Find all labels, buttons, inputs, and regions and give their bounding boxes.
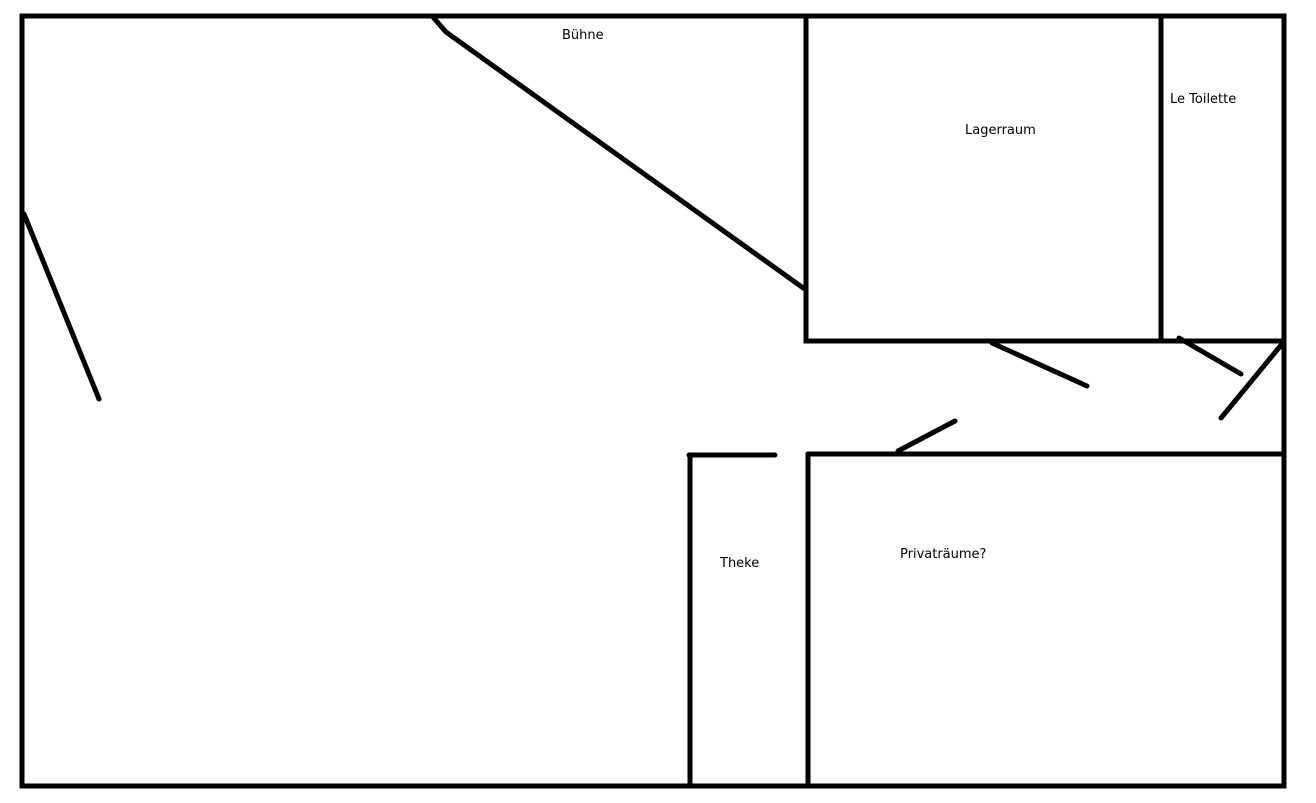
label-bar: Theke bbox=[719, 556, 759, 571]
label-stage: Bühne bbox=[562, 28, 604, 43]
outer-wall bbox=[19, 13, 1287, 789]
label-private: Privaträume? bbox=[900, 547, 986, 562]
storage-door bbox=[989, 340, 1090, 389]
entrance-door bbox=[21, 211, 102, 402]
label-storage: Lagerraum bbox=[965, 123, 1036, 138]
corridor-end-door bbox=[1218, 341, 1285, 421]
label-toilet: Le Toilette bbox=[1170, 92, 1236, 107]
private-door bbox=[895, 418, 958, 454]
toilet-door bbox=[1176, 335, 1244, 377]
stage-edge bbox=[429, 13, 809, 293]
